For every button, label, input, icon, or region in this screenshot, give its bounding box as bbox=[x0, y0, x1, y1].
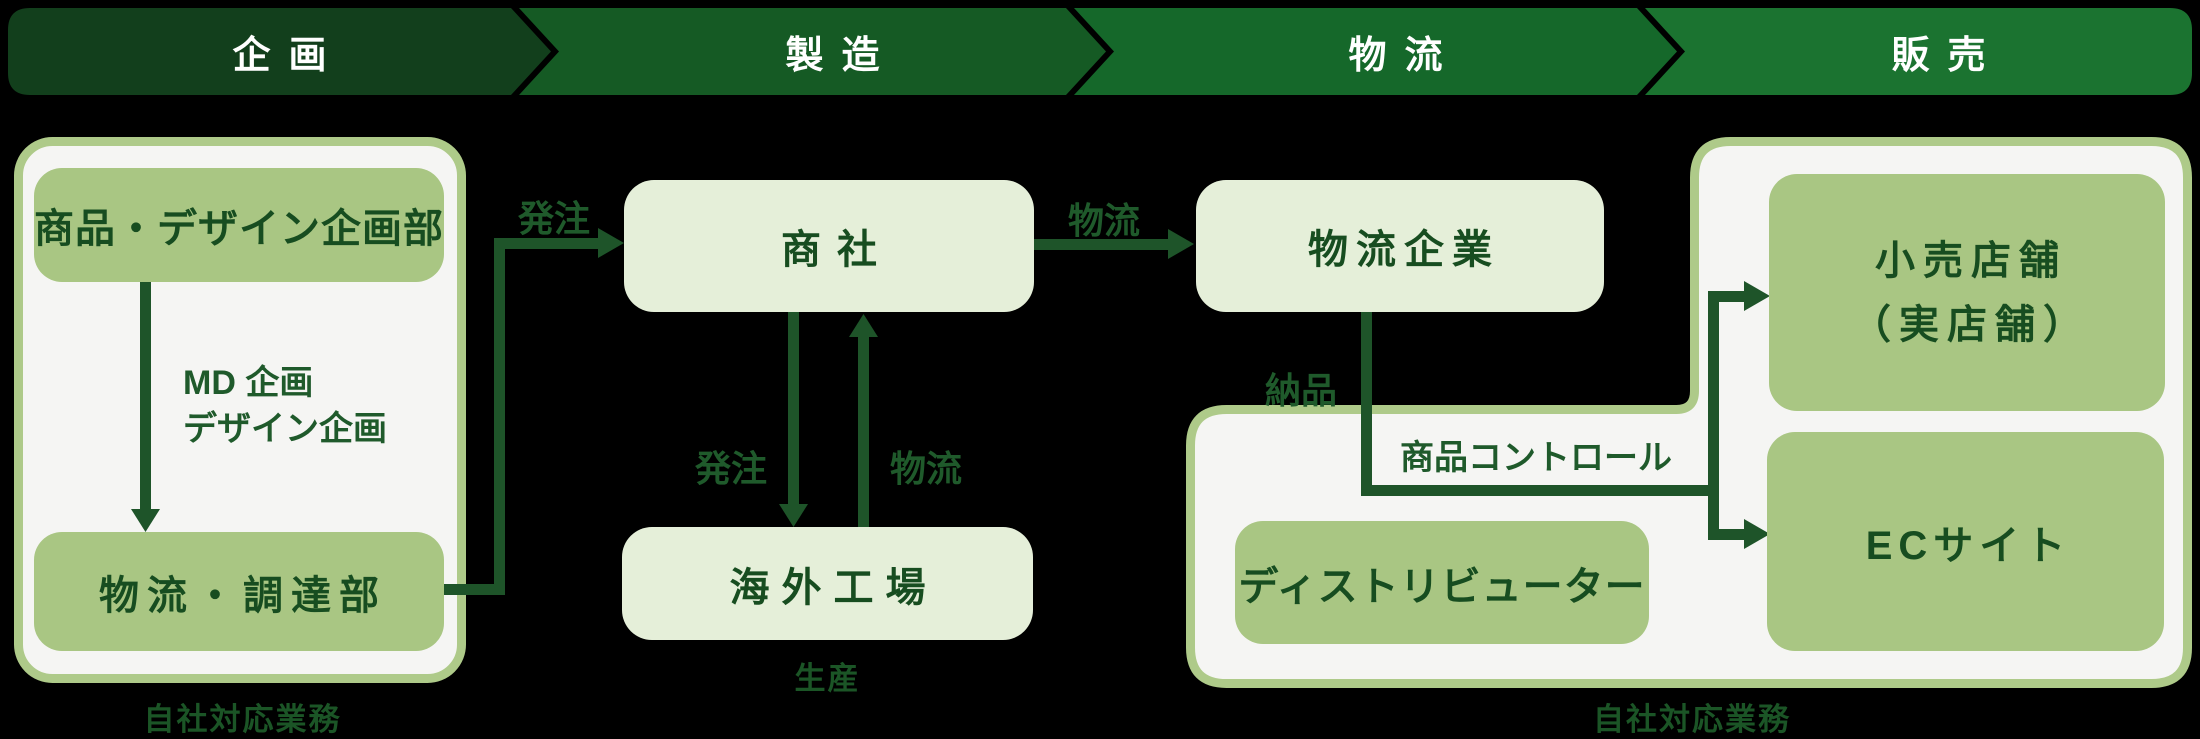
box-logistics-company: 物流企業 bbox=[1196, 180, 1604, 312]
stage-label-planning: 企画 bbox=[232, 35, 345, 77]
connector-branch-bottom bbox=[1708, 529, 1750, 540]
connector-delivery-down bbox=[1361, 312, 1372, 496]
box-overseas-factory: 海外工場 bbox=[622, 527, 1033, 640]
connector-branch-top bbox=[1708, 291, 1750, 302]
caption-inhouse-right: 自社対応業務 bbox=[1593, 702, 1791, 737]
box-product-design-dept: 商品・デザイン企画部 bbox=[34, 168, 444, 282]
caption-production: 生産 bbox=[794, 661, 861, 696]
box-ec-site: ECサイト bbox=[1767, 432, 2164, 651]
stage-chevron-planning bbox=[8, 8, 551, 95]
label-order-in: 発注 bbox=[518, 198, 591, 239]
stage-chevron-sales bbox=[1645, 8, 2192, 95]
caption-inhouse-left: 自社対応業務 bbox=[143, 702, 342, 737]
connector-proc-to-shosha bbox=[494, 238, 600, 249]
stage-label-sales: 販売 bbox=[1891, 35, 2004, 77]
connector-proc-up bbox=[494, 238, 505, 595]
label-delivery: 納品 bbox=[1265, 370, 1338, 411]
box-distributor: ディストリビューター bbox=[1235, 521, 1649, 644]
note-line2: デザイン企画 bbox=[183, 410, 387, 448]
stage-chevron-bar bbox=[8, 8, 2192, 95]
box-retail-store: 小売店舗 （実店舗） bbox=[1769, 174, 2165, 411]
arrow-factory-to-shosha-shaft bbox=[858, 335, 869, 527]
box-trading-company: 商社 bbox=[624, 180, 1034, 312]
stage-label-logistics: 物流 bbox=[1348, 35, 1461, 77]
note-md-design-plan: MD 企画 デザイン企画 bbox=[183, 360, 387, 452]
retail-store-line2: （実店舗） bbox=[1851, 302, 2091, 347]
box-logistics-procurement-dept: 物流・調達部 bbox=[34, 532, 444, 651]
note-line1: MD 企画 bbox=[183, 364, 314, 402]
arrow-shosha-to-factory-shaft bbox=[788, 312, 799, 506]
label-logistics-up: 物流 bbox=[890, 448, 963, 489]
stage-chevron-logistics bbox=[1074, 8, 1677, 95]
arrow-dept-to-proc-shaft bbox=[140, 282, 151, 512]
label-order-down: 発注 bbox=[695, 448, 768, 489]
connector-control-horizontal bbox=[1361, 485, 1718, 496]
label-logistics-in: 物流 bbox=[1068, 200, 1141, 241]
arrow-shosha-to-logi-shaft bbox=[1034, 239, 1172, 250]
connector-branch-vertical bbox=[1708, 291, 1719, 539]
stage-chevron-manufacturing bbox=[519, 8, 1106, 95]
stage-label-manufacturing: 製造 bbox=[785, 35, 898, 77]
connector-proc-out bbox=[444, 584, 504, 595]
label-product-control: 商品コントロール bbox=[1400, 439, 1672, 477]
retail-store-line1: 小売店舗 bbox=[1875, 238, 2067, 283]
